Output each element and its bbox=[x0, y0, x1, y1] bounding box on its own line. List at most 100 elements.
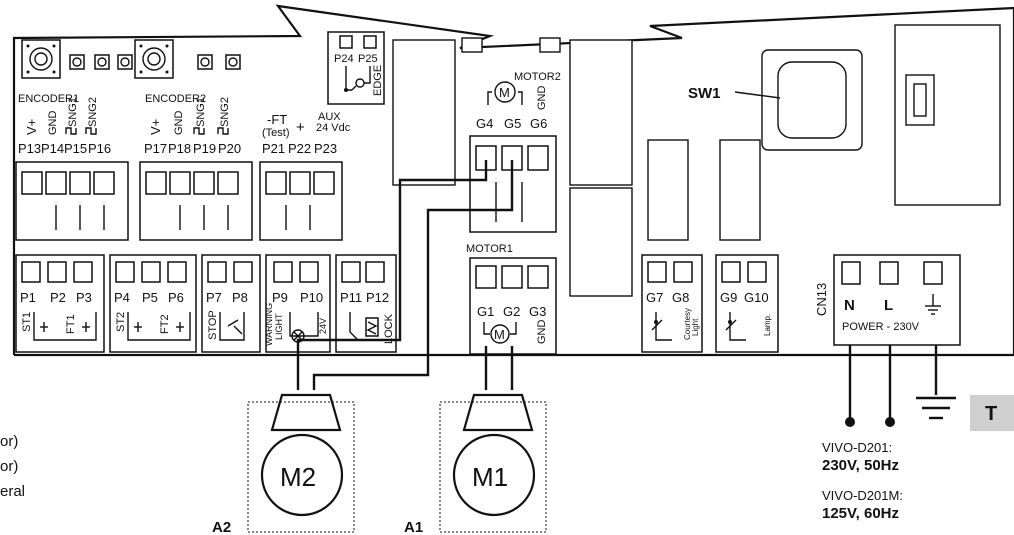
label-p9: P9 bbox=[272, 290, 288, 305]
aux-voltage-label: 24 Vdc bbox=[316, 122, 351, 134]
terminal-block-p13-p16[interactable] bbox=[15, 161, 129, 241]
label-g9: G9 bbox=[720, 290, 737, 305]
ft-test-label: (Test) bbox=[262, 127, 290, 139]
terminal-block-p17-p20[interactable] bbox=[139, 161, 253, 241]
label-p21: P21 bbox=[262, 141, 285, 156]
terminal-block-cn13[interactable]: N L POWER - 230V bbox=[833, 254, 961, 346]
label-p13: P13 bbox=[18, 141, 41, 156]
encoder2-title: ENCODER2 bbox=[145, 93, 206, 105]
terminal-block-g1-g3[interactable]: G1 G2 G3 M GND bbox=[469, 257, 557, 355]
label-p18: P18 bbox=[168, 141, 191, 156]
terminal-block-p21-p23[interactable] bbox=[259, 161, 343, 241]
motor1-title: MOTOR1 bbox=[466, 243, 513, 255]
warning-label: WARNING bbox=[264, 303, 274, 346]
label-p10: P10 bbox=[300, 290, 323, 305]
terminal-block-p7-p8[interactable]: P7 P8 STOP bbox=[201, 254, 261, 353]
enc1-signal-sng2: SNG2 bbox=[87, 97, 99, 127]
label-p11: P11 bbox=[340, 290, 362, 305]
trimmer-1[interactable] bbox=[69, 54, 85, 70]
label-g6: G6 bbox=[530, 116, 547, 131]
lamp-label: Lamp. bbox=[763, 314, 772, 336]
label-p14: P14 bbox=[41, 141, 64, 156]
label-p8: P8 bbox=[232, 290, 248, 305]
relay-2 bbox=[569, 39, 633, 186]
edge-block: P24 P25 EDGE bbox=[327, 31, 385, 105]
plus-label: + bbox=[296, 119, 305, 136]
enc2-signal-sng2: SNG2 bbox=[219, 97, 231, 127]
terminal-block-p9-p10[interactable]: P9 P10 WARNING LIGHT 24V bbox=[264, 254, 331, 353]
encoder1-pushbutton[interactable] bbox=[21, 39, 61, 79]
encoder1-title: ENCODER1 bbox=[18, 93, 79, 105]
power-label: POWER - 230V bbox=[842, 321, 920, 333]
vivo-d201m-label: VIVO-D201M: bbox=[822, 488, 903, 503]
cn13-label: CN13 bbox=[814, 283, 829, 316]
label-p4: P4 bbox=[114, 290, 130, 305]
label-p3: P3 bbox=[76, 290, 92, 305]
trimmer-3[interactable] bbox=[117, 54, 133, 70]
ft1-label: FT1 bbox=[65, 314, 77, 334]
terminal-dot-n bbox=[845, 417, 855, 427]
motor2-symbol: M bbox=[499, 85, 510, 100]
relay-tab-2 bbox=[539, 37, 561, 53]
terminal-block-p11-p12[interactable]: P11 P12 LOCK bbox=[335, 254, 397, 353]
label-g7: G7 bbox=[646, 290, 663, 305]
terminal-block-g7-g8[interactable]: G7 G8 Courtesy Light bbox=[641, 254, 703, 353]
terminal-block-p1-p3[interactable]: P1 P2 P3 ST1 FT1 bbox=[15, 254, 105, 353]
ground-icon-supply bbox=[916, 396, 956, 420]
enc1-signal-vplus: V+ bbox=[24, 119, 39, 135]
relay-tab-1 bbox=[461, 37, 483, 53]
trimmer-5[interactable] bbox=[225, 54, 241, 70]
label-p16: P16 bbox=[88, 141, 111, 156]
v24-label: 24V bbox=[318, 318, 328, 334]
label-p7: P7 bbox=[206, 290, 222, 305]
ft-label: -FT bbox=[267, 112, 287, 127]
enc2-signal-sng1: SNG1 bbox=[195, 97, 207, 127]
trimmer-4[interactable] bbox=[197, 54, 213, 70]
lock-label: LOCK bbox=[383, 313, 395, 344]
label-g2: G2 bbox=[503, 304, 520, 319]
motor2-cable bbox=[296, 160, 514, 390]
p25-label: P25 bbox=[358, 53, 378, 65]
encoder2-pushbutton[interactable] bbox=[134, 39, 174, 79]
enc1-signal-gnd: GND bbox=[47, 111, 59, 136]
stop-label: STOP bbox=[207, 310, 219, 340]
courtesy-label: Courtesy bbox=[683, 308, 692, 340]
terminal-block-g9-g10[interactable]: G9 G10 Lamp. bbox=[715, 254, 779, 353]
aux-label: AUX bbox=[318, 111, 341, 123]
t-badge-label: T bbox=[985, 403, 997, 425]
m2-label: M2 bbox=[280, 462, 316, 492]
label-p17: P17 bbox=[144, 141, 167, 156]
m1-label: M1 bbox=[472, 462, 508, 492]
label-p15: P15 bbox=[64, 141, 87, 156]
label-g5: G5 bbox=[504, 116, 521, 131]
sw1-switch-rocker[interactable] bbox=[777, 61, 847, 139]
a1-label: A1 bbox=[404, 519, 423, 535]
motor-m2: M2 bbox=[247, 393, 355, 533]
power-n-label: N bbox=[844, 297, 855, 314]
ground-icon-cn13 bbox=[925, 294, 941, 315]
label-g10: G10 bbox=[744, 290, 769, 305]
label-p22: P22 bbox=[288, 141, 311, 156]
ft2-label: FT2 bbox=[159, 314, 171, 334]
relay-1 bbox=[392, 39, 456, 186]
label-p1: P1 bbox=[20, 290, 36, 305]
motor-m1: M1 bbox=[439, 393, 547, 533]
power-l-label: L bbox=[884, 297, 893, 314]
light-label: LIGHT bbox=[274, 313, 284, 340]
legend-fragment-1: or) bbox=[0, 433, 18, 450]
terminal-block-p4-p6[interactable]: P4 P5 P6 ST2 FT2 bbox=[109, 254, 197, 353]
label-p12: P12 bbox=[366, 290, 389, 305]
label-p2: P2 bbox=[50, 290, 66, 305]
sw1-leader bbox=[734, 91, 781, 99]
enc2-pulse-icons bbox=[193, 127, 229, 135]
relay-3 bbox=[569, 187, 633, 297]
terminal-block-g4-g6[interactable] bbox=[469, 135, 557, 233]
st2-label: ST2 bbox=[115, 312, 127, 332]
legend-fragment-3: eral bbox=[0, 483, 25, 500]
trimmer-2[interactable] bbox=[94, 54, 110, 70]
terminal-dot-l bbox=[885, 417, 895, 427]
top-terminal-labels: P13 P14 P15 P16 P17 P18 P19 P20 P21 P22 … bbox=[18, 141, 337, 156]
relay-5 bbox=[719, 139, 761, 241]
label-p23: P23 bbox=[314, 141, 337, 156]
